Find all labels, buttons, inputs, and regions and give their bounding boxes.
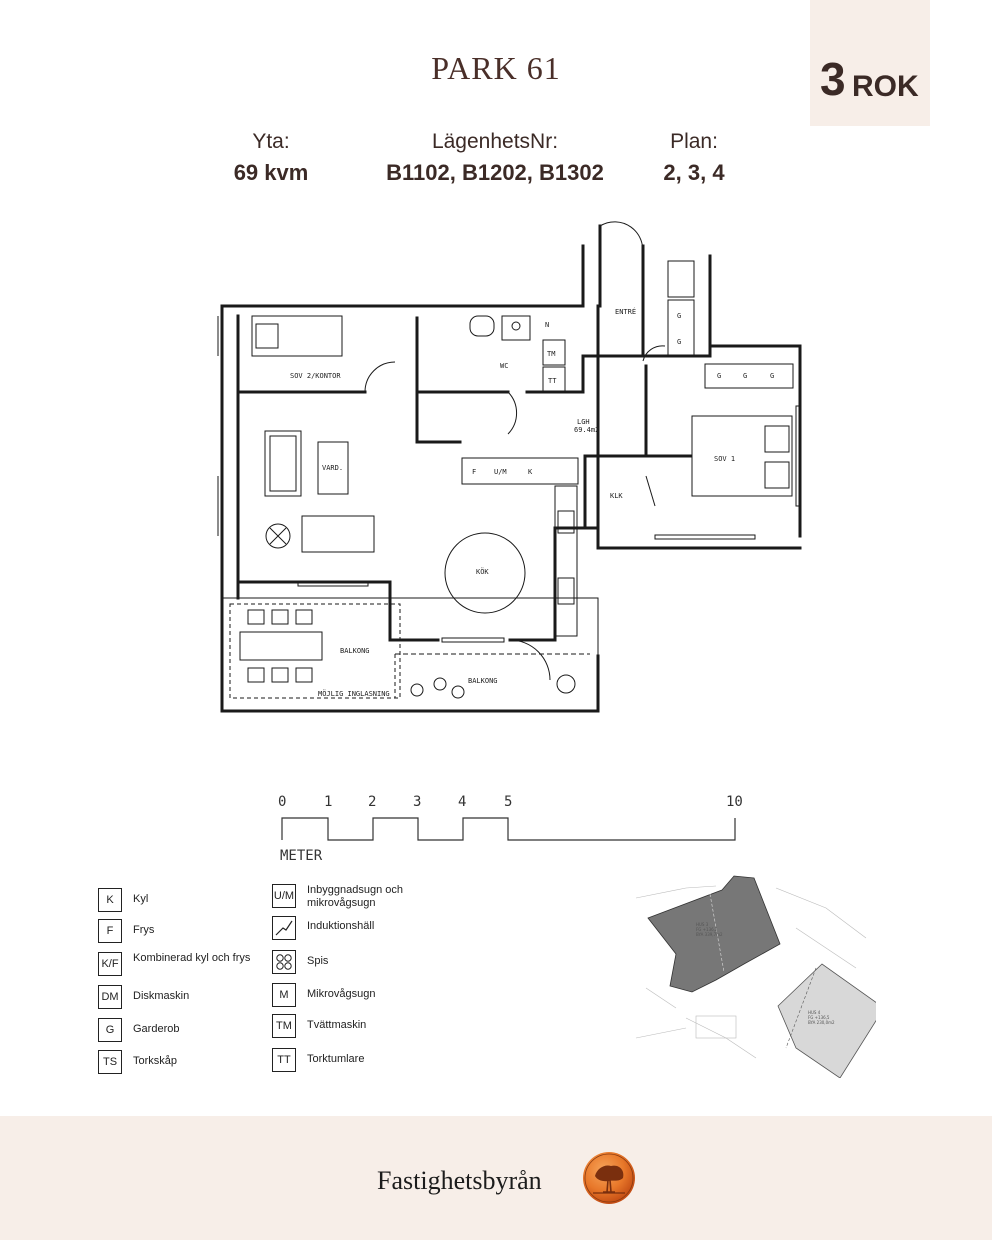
info-area: Yta: 69 kvm [211, 130, 331, 186]
symbol-n: N [545, 321, 549, 329]
legend-text-kyl-frys: Kombinerad kyl och frys [133, 952, 251, 964]
scale-tick-1: 1 [324, 794, 332, 810]
legend-symbol-kf: K/F [98, 952, 122, 976]
legend-text-torkskap: Torkskåp [133, 1055, 178, 1067]
legend-text-garderob: Garderob [133, 1023, 180, 1035]
scale-unit: METER [280, 848, 323, 864]
scale-tick-4: 4 [458, 794, 466, 810]
legend-text-tork: Torktumlare [307, 1053, 365, 1065]
room-count-number: 3 [820, 53, 846, 105]
legend-text-kyl: Kyl [133, 893, 149, 905]
room-label-lgh: LGH [577, 418, 590, 426]
scale-tick-3: 3 [413, 794, 421, 810]
info-apartment-number: LägenhetsNr: B1102, B1202, B1302 [375, 130, 615, 186]
room-count-unit: ROK [852, 70, 919, 103]
legend-item-mikro: M Mikrovågsugn [272, 983, 472, 1009]
symbol-g-4: G [743, 372, 747, 380]
legend-item-kyl: K Kyl [98, 888, 298, 914]
legend-symbol-tt: TT [272, 1048, 296, 1072]
legend-item-ugn: U/M Inbyggnadsugn och mikrovågsugn [272, 884, 472, 910]
scale-tick-10: 10 [726, 794, 743, 810]
symbol-g-3: G [717, 372, 721, 380]
induction-hob-icon [272, 916, 296, 940]
symbol-tt: TT [548, 377, 557, 385]
brand-logo-icon [581, 1150, 637, 1206]
legend-symbol-um: U/M [272, 884, 296, 908]
legend-item-spis: Spis [272, 950, 472, 976]
site-hus3-bya: BYA 339,7m2 [696, 932, 723, 937]
floor-plan: SOV 2/KONTOR WC ENTRÉ LGH 69.4m2 SOV 1 V… [210, 206, 810, 716]
legend-item-tork: TT Torktumlare [272, 1048, 472, 1074]
room-label-sov1: SOV 1 [714, 455, 735, 463]
legend-item-induktion: Induktionshäll [272, 916, 472, 942]
symbol-um: U/M [494, 468, 507, 476]
info-floor-label: Plan: [670, 130, 718, 153]
info-area-value: 69 kvm [233, 160, 309, 185]
legend-text-frys: Frys [133, 924, 155, 936]
room-label-lgh-area: 69.4m2 [574, 426, 599, 434]
legend-item-frys: F Frys [98, 919, 298, 945]
info-floor: Plan: 2, 3, 4 [634, 130, 754, 186]
scale-tick-2: 2 [368, 794, 376, 810]
page-title: PARK 61 [431, 50, 561, 86]
scale-tick-5: 5 [504, 794, 512, 810]
legend-item-kyl-frys: K/F Kombinerad kyl och frys [98, 952, 298, 978]
stove-icon [272, 950, 296, 974]
room-label-inglasning: MÖJLIG INGLASNING [318, 689, 390, 698]
footer: Fastighetsbyrån [0, 1116, 992, 1240]
info-floor-value: 2, 3, 4 [663, 160, 725, 185]
legend-symbol-ts: TS [98, 1050, 122, 1074]
room-label-entre: ENTRÉ [615, 307, 636, 316]
site-hus3-fg: FG +136,2 [696, 927, 718, 932]
room-label-klk: KLK [610, 492, 623, 500]
room-label-kok: KÖK [476, 567, 489, 576]
legend-symbol-f: F [98, 919, 122, 943]
room-label-vard: VARD. [322, 464, 343, 472]
symbol-k: K [528, 468, 533, 476]
legend-item-diskmaskin: DM Diskmaskin [98, 985, 298, 1011]
legend-text-tvatt: Tvättmaskin [307, 1019, 367, 1031]
scale-tick-0: 0 [278, 794, 286, 810]
room-label-balkong-2: BALKONG [468, 677, 498, 685]
brand-name: Fastighetsbyrån [377, 1166, 542, 1195]
room-label-balkong-1: BALKONG [340, 647, 370, 655]
legend-item-torkskap: TS Torkskåp [98, 1050, 298, 1076]
site-hus4-bya: BYA 230,0m2 [808, 1020, 835, 1025]
site-hus3-label: HUS 3 [696, 922, 709, 927]
site-plan: HUS 3 FG +136,2 BYA 339,7m2 HUS 4 FG +13… [626, 868, 885, 1079]
room-label-wc: WC [500, 362, 508, 370]
legend-item-garderob: G Garderob [98, 1018, 298, 1044]
info-apartment-label: LägenhetsNr: [431, 130, 559, 153]
symbol-g-1: G [677, 312, 681, 320]
info-apartment-value: B1102, B1202, B1302 [386, 160, 604, 185]
legend-symbol-k: K [98, 888, 122, 912]
scale-bar: 0 1 2 3 4 5 10 METER [270, 786, 750, 866]
legend-text-spis: Spis [307, 955, 329, 967]
building-hus-4 [777, 963, 885, 1079]
legend-symbol-dm: DM [98, 985, 122, 1009]
legend-symbol-tm: TM [272, 1014, 296, 1038]
symbol-tm: TM [547, 350, 555, 358]
legend-symbol-g: G [98, 1018, 122, 1042]
site-hus4-fg: FG +136,5 [808, 1015, 830, 1020]
legend-text-diskmaskin: Diskmaskin [133, 990, 190, 1002]
legend-text-ugn: Inbyggnadsugn och mikrovågsugn [307, 884, 404, 909]
legend-symbol-m: M [272, 983, 296, 1007]
room-label-sov2: SOV 2/KONTOR [290, 372, 341, 380]
legend-item-tvatt: TM Tvättmaskin [272, 1014, 472, 1040]
symbol-g-2: G [677, 338, 681, 346]
symbol-f: F [472, 468, 476, 476]
info-area-label: Yta: [252, 130, 290, 153]
room-count-badge: 3 ROK [810, 0, 930, 126]
legend-text-mikro: Mikrovågsugn [307, 988, 376, 1000]
site-hus4-label: HUS 4 [808, 1010, 821, 1015]
symbol-g-5: G [770, 372, 774, 380]
legend-text-induktion: Induktionshäll [307, 920, 375, 932]
building-hus-3 [647, 875, 781, 993]
